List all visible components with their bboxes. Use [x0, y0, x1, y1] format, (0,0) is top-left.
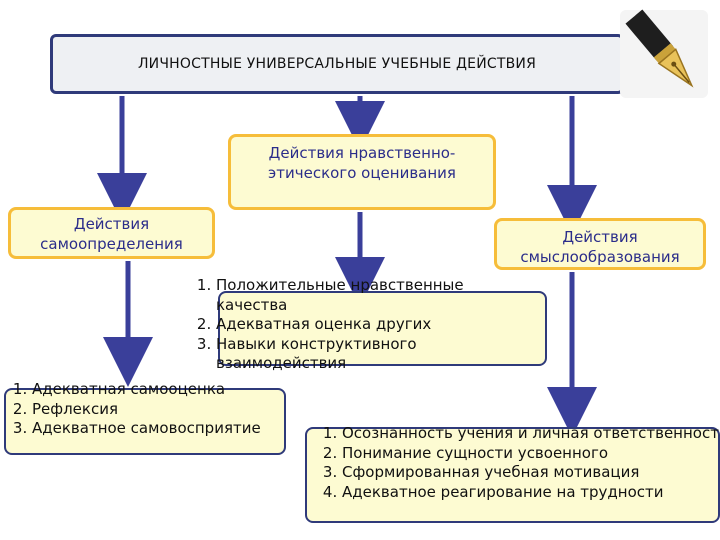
meaning-formation-box: Действия смыслообразования	[494, 218, 706, 270]
moral-evaluation-label: Действия нравственно-этического оцениван…	[268, 144, 456, 182]
meaning-formation-label: Действия смыслообразования	[520, 228, 680, 266]
meaning-list-box	[305, 427, 720, 523]
list-item: Адекватное самовосприятие	[32, 419, 292, 439]
list-item: Понимание сущности усвоенного	[342, 444, 720, 464]
list-item: Рефлексия	[32, 400, 292, 420]
meaning-list: Осознанность учения и личная ответственн…	[316, 424, 720, 502]
self-determination-list: Адекватная самооценка Рефлексия Адекватн…	[6, 380, 292, 439]
list-item: Адекватная оценка других	[216, 315, 536, 335]
list-item: Навыки конструктивного взаимодействия	[216, 335, 536, 374]
list-item: Адекватное реагирование на трудности	[342, 483, 720, 503]
moral-list-box	[218, 291, 547, 366]
moral-evaluation-box: Действия нравственно-этического оцениван…	[228, 134, 496, 210]
self-determination-list-box	[4, 388, 286, 455]
self-determination-label: Действия самоопределения	[40, 215, 183, 253]
diagram-title: ЛИЧНОСТНЫЕ УНИВЕРСАЛЬНЫЕ УЧЕБНЫЕ ДЕЙСТВИ…	[137, 56, 537, 72]
moral-list: Положительные нравственные качества Адек…	[190, 276, 536, 374]
list-item: Осознанность учения и личная ответственн…	[342, 424, 720, 444]
list-item: Положительные нравственные качества	[216, 276, 536, 315]
title-box: ЛИЧНОСТНЫЕ УНИВЕРСАЛЬНЫЕ УЧЕБНЫЕ ДЕЙСТВИ…	[50, 34, 624, 94]
list-item: Сформированная учебная мотивация	[342, 463, 720, 483]
self-determination-box: Действия самоопределения	[8, 207, 215, 259]
fountain-pen-icon	[620, 9, 708, 98]
list-item: Адекватная самооценка	[32, 380, 292, 400]
